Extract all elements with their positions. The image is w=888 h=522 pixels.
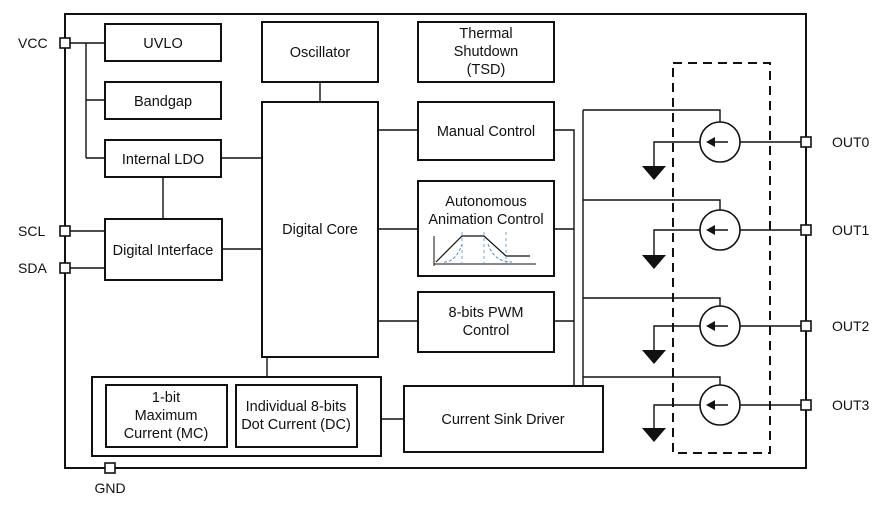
digital-interface-label: Digital Interface xyxy=(113,243,214,259)
scl-pin xyxy=(59,225,71,237)
out3-pin xyxy=(800,399,812,411)
thermal-shutdown-block xyxy=(417,21,555,83)
mc-label-line2: Maximum xyxy=(135,408,198,424)
ground-icon-out3 xyxy=(642,428,666,442)
digital-interface-block xyxy=(104,218,223,281)
gnd-pin xyxy=(104,462,116,474)
mc-label-line3: Current (MC) xyxy=(124,426,209,442)
out1-pin xyxy=(800,224,812,236)
vcc-pin xyxy=(59,37,71,49)
manual-control-label: Manual Control xyxy=(437,124,535,140)
scl-pin-label: SCL xyxy=(18,223,45,239)
oscillator-label: Oscillator xyxy=(290,45,351,61)
channel-bus xyxy=(582,109,721,386)
current-sink-driver-block xyxy=(403,385,604,453)
autonomous-animation-block xyxy=(417,180,555,277)
sda-pin xyxy=(59,262,71,274)
vcc-pin-label: VCC xyxy=(18,35,48,51)
chip-outline xyxy=(64,13,807,469)
ground-icon-out0 xyxy=(642,166,666,180)
dc-label-line2: Dot Current (DC) xyxy=(241,417,351,433)
out0-pin-label: OUT0 xyxy=(832,134,870,150)
animation-label-line2: Animation Control xyxy=(428,212,543,228)
out2-pin xyxy=(800,320,812,332)
out0-pin xyxy=(800,136,812,148)
bandgap-block xyxy=(104,81,222,120)
current-source-out3 xyxy=(699,384,741,426)
out2-pin-label: OUT2 xyxy=(832,318,870,334)
bandgap-label: Bandgap xyxy=(134,94,192,110)
out3-pin-label: OUT3 xyxy=(832,397,870,413)
vcc-wire xyxy=(70,42,105,159)
uvlo-block xyxy=(104,23,222,62)
pwm-label-line1: 8-bits PWM xyxy=(449,305,524,321)
control-bus xyxy=(554,129,575,386)
uvlo-label: UVLO xyxy=(143,36,183,52)
current-source-out2 xyxy=(699,305,741,347)
current-sink-driver-label: Current Sink Driver xyxy=(441,412,564,428)
internal-ldo-block xyxy=(104,139,222,178)
digital-core-label: Digital Core xyxy=(282,222,358,238)
sda-pin-label: SDA xyxy=(18,260,47,276)
oscillator-block xyxy=(261,21,379,83)
gnd-pin-label: GND xyxy=(94,480,125,496)
maximum-current-block xyxy=(105,384,228,448)
output-channel-boundary xyxy=(672,62,771,454)
ground-icon-out1 xyxy=(642,255,666,269)
manual-control-block xyxy=(417,101,555,161)
digital-core-block xyxy=(261,101,379,358)
pwm-control-block xyxy=(417,291,555,353)
internal-ldo-label: Internal LDO xyxy=(122,152,204,168)
dc-label-line1: Individual 8-bits xyxy=(246,399,347,415)
animation-label-line1: Autonomous xyxy=(445,194,526,210)
current-source-out0 xyxy=(699,121,741,163)
out1-pin-label: OUT1 xyxy=(832,222,870,238)
current-source-out1 xyxy=(699,209,741,251)
ground-icon-out2 xyxy=(642,350,666,364)
mc-label-line1: 1-bit xyxy=(152,390,180,406)
tsd-label-line3: (TSD) xyxy=(467,62,506,78)
pwm-label-line2: Control xyxy=(463,323,510,339)
animation-waveform-icon xyxy=(433,232,536,266)
tsd-label-line2: Shutdown xyxy=(454,44,519,60)
dot-current-block xyxy=(235,384,358,448)
tsd-label-line1: Thermal xyxy=(459,26,512,42)
